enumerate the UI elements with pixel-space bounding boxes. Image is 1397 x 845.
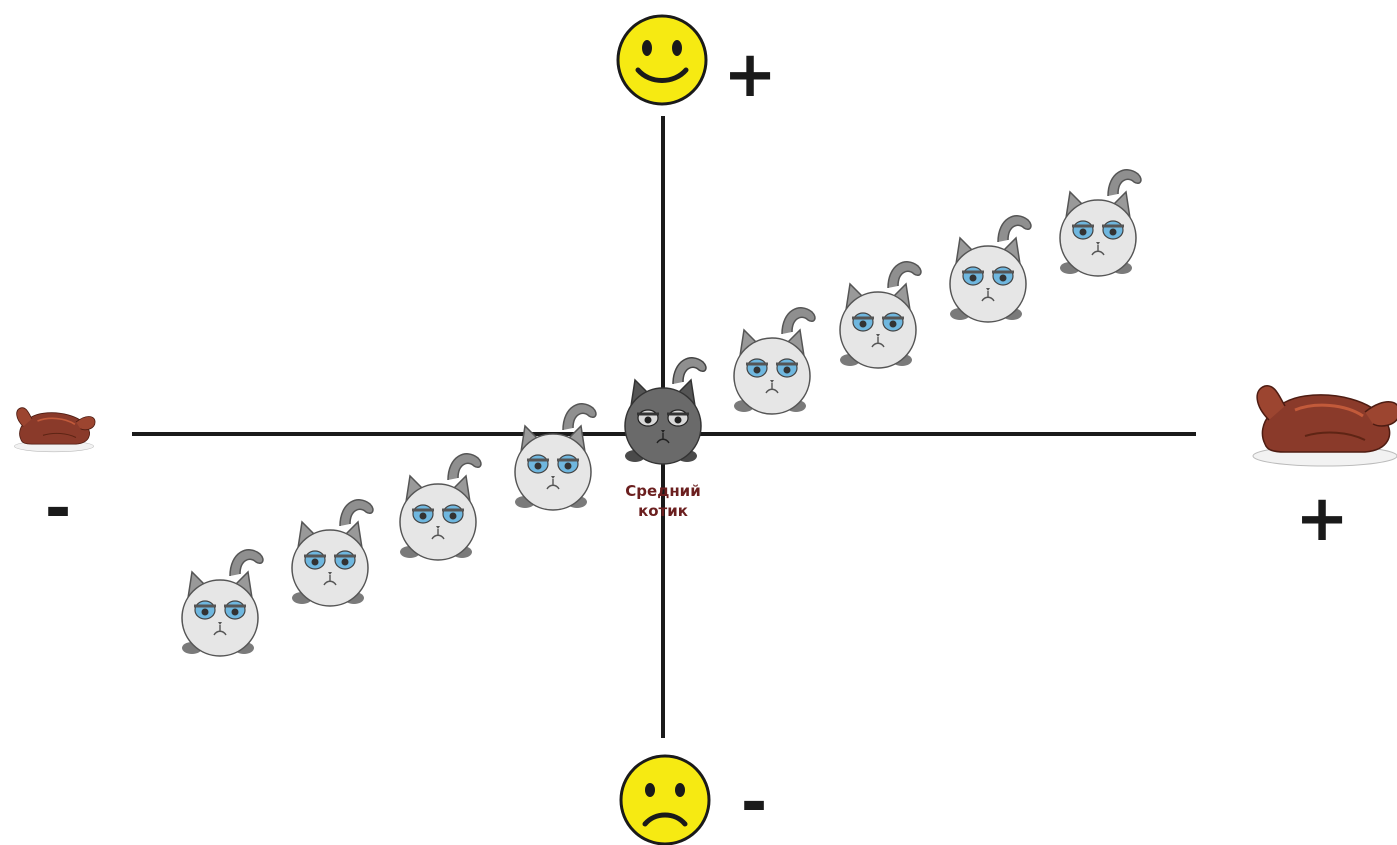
cat-2 xyxy=(292,500,373,606)
cat-4 xyxy=(515,404,596,510)
x-left-sign: - xyxy=(45,472,72,546)
y-bottom-sign: - xyxy=(741,766,768,840)
cat-6 xyxy=(734,308,815,414)
cat-3 xyxy=(400,454,481,560)
large-roast-chicken-icon xyxy=(1253,386,1397,466)
y-top-sign: + xyxy=(723,38,777,112)
average-cat xyxy=(625,358,706,464)
cat-9 xyxy=(1060,170,1141,276)
cat-8 xyxy=(950,216,1031,322)
cat-7 xyxy=(840,262,921,368)
average-cat-label-line1: Средний xyxy=(625,482,700,500)
sad-face-icon xyxy=(621,756,709,844)
average-cat-label-line2: котик xyxy=(638,502,688,520)
cat-1 xyxy=(182,550,263,656)
small-roast-chicken-icon xyxy=(14,408,95,452)
x-right-sign: + xyxy=(1295,482,1349,556)
happy-face-icon xyxy=(618,16,706,104)
